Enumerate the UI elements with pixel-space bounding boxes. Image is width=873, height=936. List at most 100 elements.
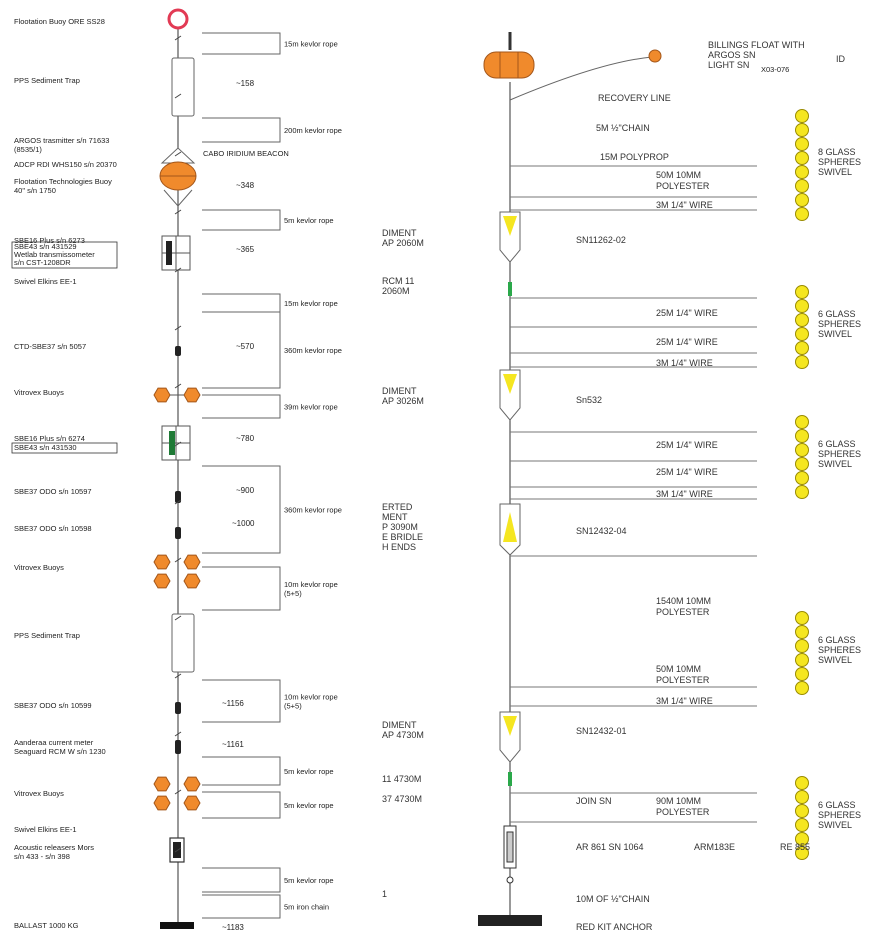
chain-tick — [174, 441, 182, 447]
release-label-line: AR 861 SN 1064 — [576, 842, 644, 852]
instrument-label-line: Vitrovex Buoys — [14, 789, 64, 798]
segment-bracket — [202, 311, 281, 389]
rope-segment: 200m kevlor rope — [202, 117, 342, 143]
segment-label-line: 10m kevlor rope — [284, 693, 338, 702]
cutoff-label-line: 1 — [382, 889, 387, 899]
release-label: ARM183E — [694, 842, 735, 852]
instrument-label-line: (8535/1) — [14, 145, 42, 154]
segment-label-line: 5m kevlor rope — [284, 767, 334, 776]
float-serial-line: X03-076 — [761, 65, 789, 74]
instrument-label-line: Vitrovex Buoys — [14, 388, 64, 397]
segment-bracket — [202, 465, 281, 554]
label-box — [11, 241, 118, 269]
glass-sphere-icon — [795, 457, 809, 471]
depth-label-line: ~1183 — [222, 923, 244, 932]
trap-serial-label: SN11262-02 — [576, 235, 626, 245]
cutoff-label-line: MENT — [382, 512, 408, 522]
wire-label: 25M 1/4" WIRE — [656, 467, 718, 477]
depth-label: CABO IRIDIUM BEACON — [203, 149, 289, 158]
cutoff-label-line: P 3090M — [382, 522, 418, 532]
vitrovex-buoy-icon — [183, 573, 201, 589]
segment-label: 5m kevlor rope — [284, 801, 334, 810]
release-label: RE 855 — [780, 842, 810, 852]
depth-label-line: ~1156 — [222, 699, 244, 708]
glass-sphere-icon — [795, 429, 809, 443]
rope-segment: 5m iron chain — [202, 894, 329, 919]
instrument-label: CTD-SBE37 s/n 5057 — [14, 342, 86, 351]
instrument-label: Vitrovex Buoys — [14, 563, 64, 572]
chain-tick — [174, 383, 182, 389]
segment-label-line: 360m kevlor rope — [284, 506, 342, 515]
cutoff-label-line: AP 3026M — [382, 396, 424, 406]
instrument-label-line: ADCP RDI WHS150 s/n 20370 — [14, 160, 117, 169]
sphere-label-line: SWIVEL — [818, 459, 852, 469]
trap-serial-label: Sn532 — [576, 395, 602, 405]
wire-label: 3M 1/4" WIRE — [656, 358, 713, 368]
segment-label-line: 5m kevlor rope — [284, 876, 334, 885]
rope-segment: 10m kevlor rope(5+5) — [202, 566, 338, 611]
rope-segment: 5m kevlor rope — [202, 867, 334, 893]
instrument-label: SBE37 ODO s/n 10597 — [14, 487, 92, 496]
join-label-line: JOIN SN — [576, 796, 612, 806]
sphere-label-line: SPHERES — [818, 449, 861, 459]
rope-segment: 360m kevlor rope — [202, 465, 342, 554]
glass-sphere-icon — [795, 846, 809, 860]
cutoff-label-line: RCM 11 — [382, 276, 414, 286]
sediment-trap-icon — [171, 613, 195, 673]
float-header-line: BILLINGS FLOAT WITH — [708, 40, 805, 50]
chain-tick — [174, 35, 182, 41]
sphere-label-line: SPHERES — [818, 810, 861, 820]
ballast-icon — [160, 922, 194, 929]
rope-segment: 5m kevlor rope — [202, 756, 334, 786]
instrument-label: SBE16 Plus s/n 6273 — [14, 236, 85, 245]
instrument-icon — [175, 702, 181, 714]
polyester-label-line: POLYESTER — [656, 607, 710, 617]
instrument-label-line: Flootation Buoy ORE SS28 — [14, 17, 105, 26]
wire-label: 25M 1/4" WIRE — [656, 337, 718, 347]
billings-float-icon — [483, 51, 535, 79]
sediment-trap-icon — [171, 57, 195, 117]
rope-segment: 360m kevlor rope — [202, 311, 342, 389]
instrument-label-line: ARGOS trasmitter s/n 71633 — [14, 136, 109, 145]
polyester-label-line: 1540M 10MM — [656, 596, 711, 606]
depth-label-line: ~780 — [236, 434, 255, 443]
wire-label-line: 25M 1/4" WIRE — [656, 440, 718, 450]
instrument-label-line: SBE37 ODO s/n 10597 — [14, 487, 92, 496]
wire-label: 3M 1/4" WIRE — [656, 696, 713, 706]
rope-segment: 39m kevlor rope — [202, 394, 338, 419]
instrument-label: BALLAST 1000 KG — [14, 921, 79, 930]
segment-label: 200m kevlor rope — [284, 126, 342, 135]
depth-label: ~348 — [236, 181, 255, 190]
segment-bracket — [202, 293, 281, 313]
glass-sphere-icon — [795, 625, 809, 639]
chain-tick — [174, 557, 182, 563]
sphere-label-line: 8 GLASS — [818, 147, 856, 157]
segment-label-line: 5m kevlor rope — [284, 216, 334, 225]
instrument-label-line: Vitrovex Buoys — [14, 563, 64, 572]
segment-bracket — [202, 791, 281, 819]
segment-label-line: 200m kevlor rope — [284, 126, 342, 135]
sphere-label-line: SWIVEL — [818, 167, 852, 177]
recovery-float-icon — [648, 49, 662, 63]
join-label: JOIN SN — [576, 796, 612, 806]
rope-segment: 15m kevlor rope — [202, 32, 338, 55]
glass-sphere-icon — [795, 415, 809, 429]
trap-funnel — [503, 512, 517, 542]
release-label-line: ARM183E — [694, 842, 735, 852]
cutoff-label: 11 4730M — [382, 774, 421, 784]
buoy-cage-icon — [163, 189, 193, 207]
trap-funnel — [503, 216, 517, 236]
depth-label: ~365 — [236, 245, 255, 254]
segment-bracket — [202, 117, 281, 143]
instrument-label-line: SBE37 ODO s/n 10598 — [14, 524, 92, 533]
